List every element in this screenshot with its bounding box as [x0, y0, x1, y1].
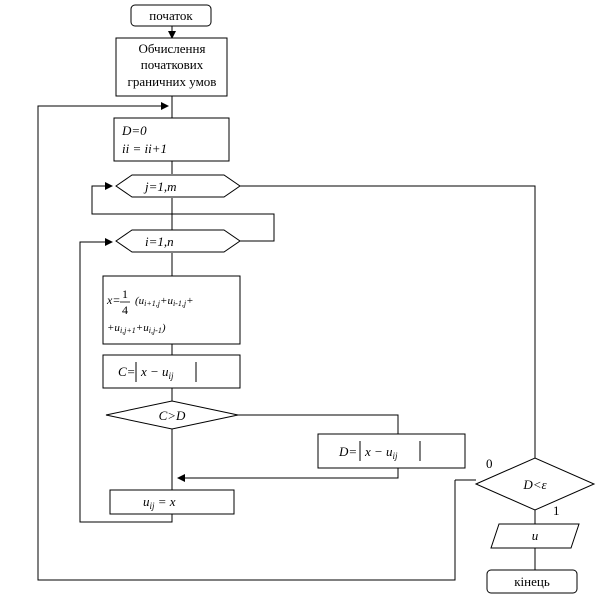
compare-label: C>D [159, 408, 186, 423]
end-label: кінець [514, 574, 550, 589]
edge-outer-loop-back [37, 102, 456, 581]
edge-loopj-exit [240, 185, 536, 458]
c-expression: x − uij [140, 364, 174, 381]
convergence-label: D<ε [522, 477, 547, 492]
reset-process-box: D=0 ii = ii+1 [113, 117, 230, 162]
output-label: u [532, 528, 539, 543]
reset-line1: D=0 [121, 123, 147, 138]
init-line2: початкових [141, 57, 204, 72]
formula-frac-den: 4 [122, 303, 128, 317]
connector-lines [37, 26, 536, 581]
c-process-box: C= x − uij [102, 354, 241, 389]
reset-line2: ii = ii+1 [122, 141, 167, 156]
assign-text: uij = x [143, 494, 176, 511]
edge-loopj-return [91, 182, 172, 215]
d-prefix: D= [338, 444, 357, 459]
formula-x-eq: x= [106, 293, 120, 307]
loop-i-hexagon: i=1,n [115, 229, 241, 253]
branch-no-label: 0 [486, 456, 493, 471]
output-parallelogram: u [490, 523, 580, 549]
edge-loopi-exit [172, 213, 275, 242]
edge-d-to-merge [177, 468, 399, 482]
start-label: початок [149, 8, 193, 23]
d-process-box: D= x − uij [317, 433, 466, 469]
convergence-diamond: D<ε [474, 457, 596, 511]
edge-loopi-return [79, 238, 173, 523]
formula-line2: +ui,j+1+ui,j-1) [107, 322, 166, 335]
assign-process-box: uij = x [109, 489, 235, 515]
loop-j-label: j=1,m [143, 179, 177, 194]
branch-yes-label: 1 [553, 503, 560, 518]
loop-j-hexagon: j=1,m [115, 174, 241, 198]
start-terminal: початок [130, 4, 212, 27]
init-line3: граничних умов [128, 74, 217, 89]
edge-compare-to-d [238, 414, 399, 434]
formula-line1: (ui+1,j+ui-1,j+ [135, 295, 194, 308]
init-line1: Обчислення [139, 41, 206, 56]
loop-i-label: i=1,n [145, 234, 174, 249]
c-prefix: C= [118, 364, 135, 379]
compare-diamond: C>D [105, 400, 239, 430]
d-expression: x − uij [364, 444, 398, 461]
end-terminal: кінець [486, 569, 578, 594]
formula-frac-num: 1 [122, 287, 128, 301]
init-process-box: Обчислення початкових граничних умов [115, 37, 228, 97]
formula-process-box: x= 1 4 (ui+1,j+ui-1,j+ +ui,j+1+ui,j-1) [102, 275, 241, 345]
